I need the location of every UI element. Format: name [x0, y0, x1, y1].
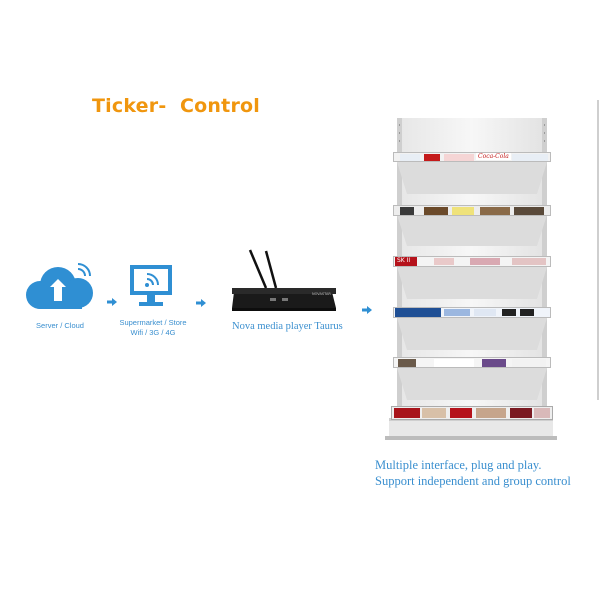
coca-cola-ticker: Coca-Cola — [393, 152, 551, 162]
bottom-ticker — [391, 406, 553, 420]
feature-note-line1: Multiple interface, plug and play. — [375, 458, 542, 472]
monitor-wifi-icon — [128, 263, 174, 309]
media-player-device-image: NOVASTAR — [228, 248, 340, 314]
skii-ticker: SK II — [393, 256, 551, 267]
player-label: Nova media player Taurus — [232, 321, 343, 332]
server-cloud-label: Server / Cloud — [36, 321, 84, 330]
arrow-right-icon — [196, 294, 206, 312]
shelf-unit-image: Coca-Cola SK II — [383, 118, 561, 448]
cloud-upload-icon — [20, 263, 100, 315]
grocery-ticker — [393, 205, 551, 216]
arrow-right-icon — [362, 301, 372, 319]
plain-ticker — [393, 357, 551, 368]
arrow-right-icon — [107, 293, 117, 311]
app-ticker — [393, 307, 551, 318]
player-brand-label: NOVASTAR — [312, 292, 331, 296]
coca-cola-logo-text: Coca-Cola — [476, 153, 511, 160]
skii-logo-text: SK II — [397, 257, 411, 264]
feature-note-line2: Support independent and group control — [375, 474, 571, 488]
page-title: Ticker- Control — [92, 95, 260, 117]
divider-line — [597, 100, 599, 400]
store-label-line2: Wifi / 3G / 4G — [130, 328, 176, 337]
store-label: Supermarket / Store Wifi / 3G / 4G — [108, 318, 198, 338]
store-label-line1: Supermarket / Store — [119, 318, 187, 327]
